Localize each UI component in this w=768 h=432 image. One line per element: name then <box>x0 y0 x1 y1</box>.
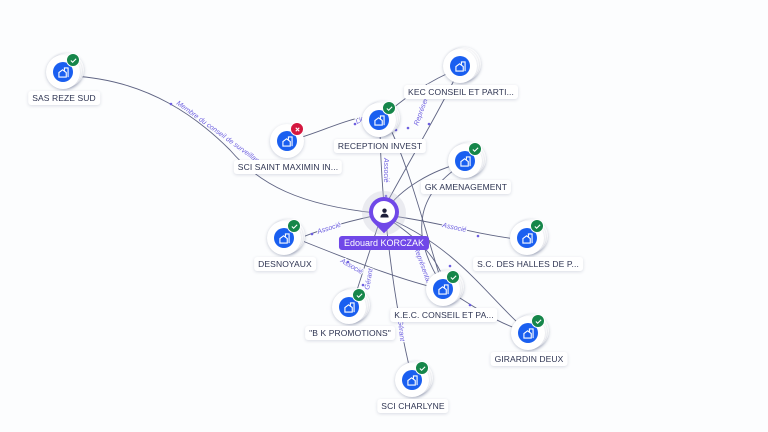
active-check-icon <box>352 288 366 302</box>
node-label: DESNOYAUX <box>254 257 316 271</box>
edge-kec-parti-center <box>383 67 461 209</box>
company-icon <box>402 370 422 390</box>
edge-label-gerant-1: Gérant <box>364 267 375 290</box>
edge-label-associe-2: Associé <box>316 222 343 237</box>
company-icon <box>369 110 389 130</box>
company-icon <box>433 279 453 299</box>
node-label: S.C. DES HALLES DE P... <box>473 257 583 271</box>
company-icon <box>518 323 538 343</box>
active-check-icon <box>468 142 482 156</box>
edge-label-gerant-2: Gérant <box>396 319 405 342</box>
company-icon <box>339 297 359 317</box>
active-check-icon <box>66 53 80 67</box>
company-icon <box>277 131 297 151</box>
node-label: RECEPTION INVEST <box>333 139 427 153</box>
active-check-icon <box>531 314 545 328</box>
active-check-icon <box>382 101 396 115</box>
edge-label-membre: Membre du conseil de surveillance <box>175 100 266 169</box>
active-check-icon <box>446 270 460 284</box>
company-icon <box>455 151 475 171</box>
edge-label-associe-3: Associé <box>441 222 468 234</box>
active-check-icon <box>415 361 429 375</box>
active-check-icon <box>530 219 544 233</box>
node-label: SCI CHARLYNE <box>377 399 449 413</box>
company-icon <box>450 56 470 76</box>
inactive-cross-icon <box>290 122 304 136</box>
person-label: Edouard KORCZAK <box>338 236 430 250</box>
edge-center-girardin <box>391 219 529 333</box>
node-label: "B K PROMOTIONS" <box>305 326 395 340</box>
edge-label-associe-1: Associé <box>382 157 389 183</box>
active-check-icon <box>287 219 301 233</box>
company-icon <box>53 62 73 82</box>
node-label: K.E.C. CONSEIL ET PA... <box>390 308 498 322</box>
company-icon <box>274 228 294 248</box>
node-label: SCI SAINT MAXIMIN IN... <box>233 160 343 174</box>
edge-sas-reze-sud <box>71 75 377 214</box>
company-icon <box>517 228 537 248</box>
node-label: KEC CONSEIL ET PARTI... <box>404 85 518 99</box>
node-label: GIRARDIN DEUX <box>490 352 568 366</box>
person-icon <box>373 201 395 223</box>
node-label: SAS REZE SUD <box>28 91 100 105</box>
node-label: GK AMENAGEMENT <box>420 180 512 194</box>
